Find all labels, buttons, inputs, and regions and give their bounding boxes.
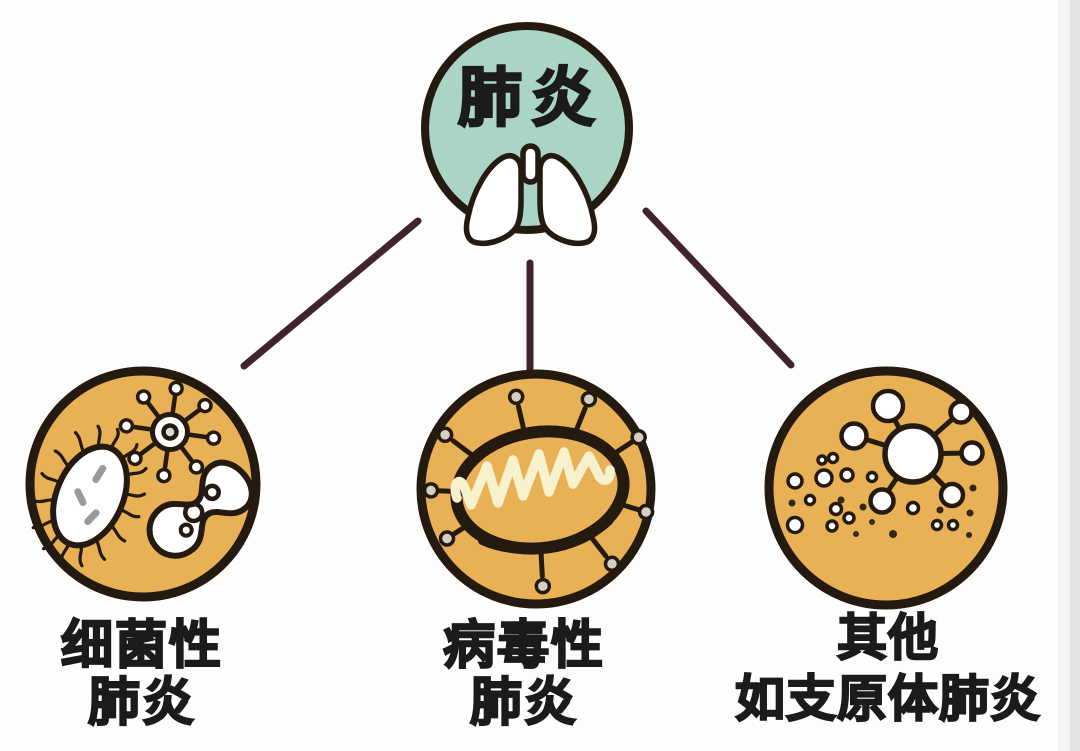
connector-left: [240, 217, 422, 370]
root-node-label: 肺炎: [458, 62, 604, 134]
lungs-icon: [463, 143, 598, 247]
right-edge-shade: [1058, 0, 1080, 751]
bacterial-label-line2: 肺炎: [88, 674, 196, 732]
virus-icon: [422, 388, 655, 595]
connector-lines: [240, 207, 795, 376]
mycoplasma-icon: [785, 388, 985, 538]
root-node-pneumonia: 肺炎: [421, 22, 633, 247]
virus-squiggle: [450, 447, 615, 510]
connector-right: [642, 207, 795, 369]
scatter-dots: [785, 451, 977, 538]
viral-label-line2: 肺炎: [470, 674, 578, 732]
branch-node-viral: 病毒性 肺炎: [416, 369, 656, 733]
branch-node-bacterial: 细菌性 肺炎: [25, 366, 261, 733]
viral-label-line1: 病毒性: [443, 617, 605, 675]
bacteria-icon: [31, 380, 255, 568]
bacterial-label-line1: 细菌性: [61, 617, 223, 675]
other-label-line1: 其他: [837, 610, 939, 666]
branch-node-other: 其他 如支原体肺炎: [734, 366, 1041, 728]
other-label-line2: 如支原体肺炎: [735, 671, 1041, 727]
